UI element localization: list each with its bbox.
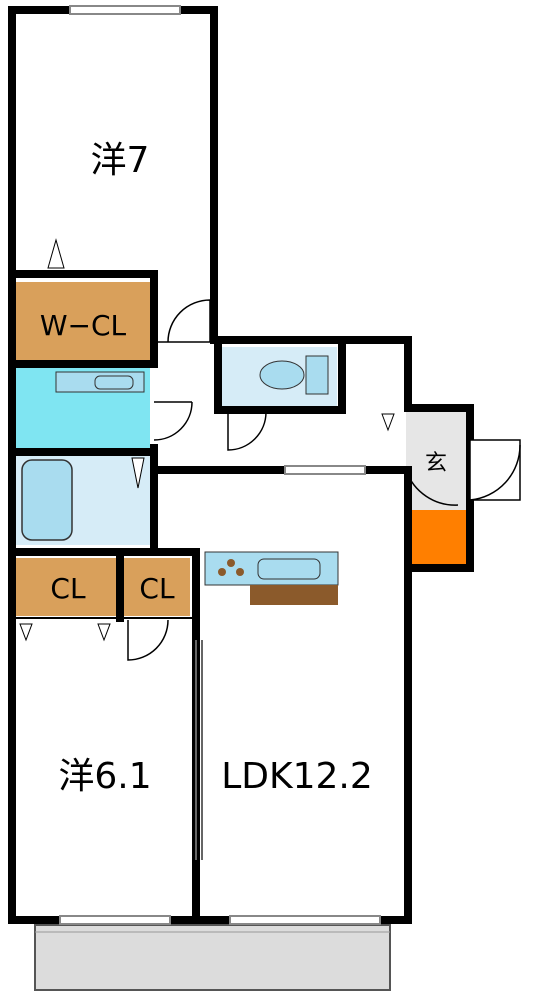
room-label-entrance: 玄 [425,451,447,476]
room-label-closet-1: CL [50,572,86,605]
windows [59,5,381,925]
entrance-floor [406,412,466,510]
shoe-cabinet [412,510,466,564]
toilet-tank [305,355,329,395]
walls [8,6,474,924]
room-label-walk-in-closet: W−CL [40,309,127,342]
toilet-bowl [259,360,305,390]
balcony [34,924,391,991]
kitchen-cabinet [250,585,338,605]
kitchen-sink [257,558,321,580]
room-label-ldk: LDK12.2 [221,756,373,797]
room-label-closet-2: CL [139,572,175,605]
room-label-western-6-1: 洋6.1 [58,756,151,797]
closet-fill-wcl [16,282,150,360]
closet-fill-1 [16,558,116,616]
doors [127,299,521,661]
closet-fill-2 [124,558,190,616]
bathtub [21,459,73,541]
room-label-western-7: 洋7 [91,140,150,181]
